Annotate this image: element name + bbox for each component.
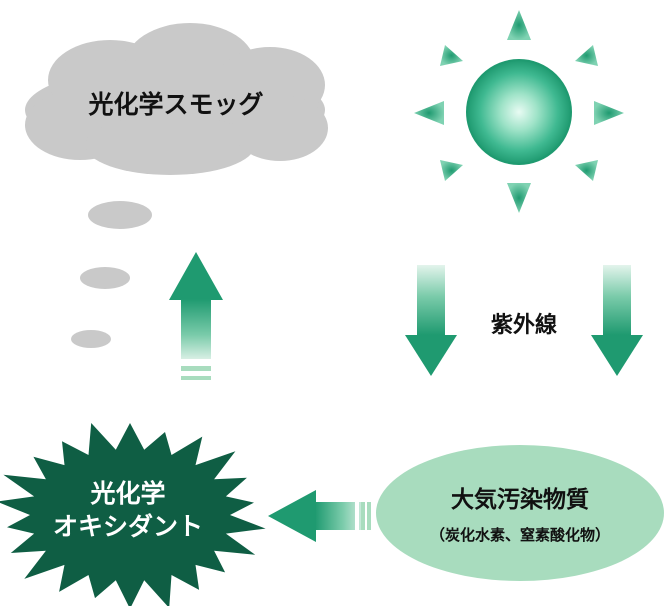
sun-icon [414, 10, 624, 213]
pollutant-label-main: 大気汚染物質 [451, 486, 589, 513]
oxidant-label-line1: 光化学 [89, 479, 165, 508]
smog-bubble-small [71, 330, 111, 348]
smog-bubble-large [88, 201, 152, 229]
left-arrow [268, 490, 371, 542]
uv-arrow-left [405, 265, 457, 376]
smog-cloud [25, 23, 328, 175]
smog-bubble-medium [80, 267, 130, 289]
oxidant-starburst [0, 423, 266, 609]
pollutant-label-sub: （炭化水素、窒素酸化物） [430, 526, 610, 544]
uv-label: 紫外線 [491, 312, 557, 338]
up-arrow [169, 252, 223, 380]
smog-label: 光化学スモッグ [87, 90, 263, 119]
uv-arrow-right [591, 265, 643, 376]
oxidant-label-line2: オキシダント [53, 512, 203, 541]
pollutant-bubble [376, 445, 664, 581]
